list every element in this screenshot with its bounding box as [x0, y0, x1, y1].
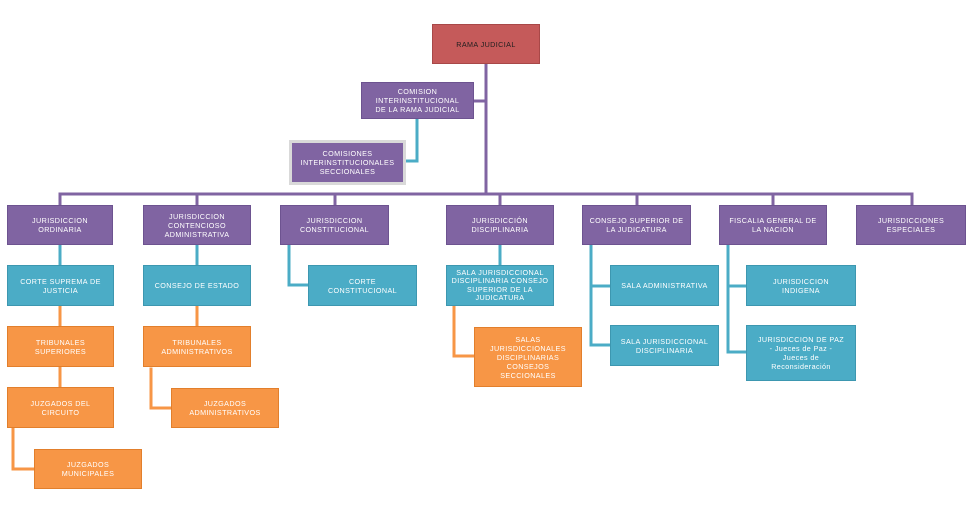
jurisdiccion-indigena-box: JURISDICCION INDIGENA	[746, 265, 856, 306]
fiscalia-general-box: FISCALIA GENERAL DE LA NACION	[719, 205, 827, 245]
juzgados-municipales-box: JUZGADOS MUNICIPALES	[34, 449, 142, 489]
juzgados-administrativos-box: JUZGADOS ADMINISTRATIVOS	[171, 388, 279, 428]
rama-judicial-box: RAMA JUDICIAL	[432, 24, 540, 64]
jurisdiccion-contencioso-box: JURISDICCION CONTENCIOSO ADMINISTRATIVA	[143, 205, 251, 245]
sala-jurisdiccional-disciplinaria-box: SALA JURISDICCIONAL DISCIPLINARIA CONSEJ…	[446, 265, 554, 306]
consejo-superior-box: CONSEJO SUPERIOR DE LA JUDICATURA	[582, 205, 691, 245]
comisiones-seccionales-box: COMISIONES INTERINSTITUCIONALES SECCIONA…	[289, 140, 406, 185]
orange-connectors	[11, 305, 476, 471]
jurisdiccion-disciplinaria-box: JURISDICCIÓN DISCIPLINARIA	[446, 205, 554, 245]
consejo-estado-box: CONSEJO DE ESTADO	[143, 265, 251, 306]
tribunales-administrativos-box: TRIBUNALES ADMINISTRATIVOS	[143, 326, 251, 367]
jurisdiccion-constitucional-box: JURISDICCION CONSTITUCIONAL	[280, 205, 389, 245]
salas-seccionales-box: SALAS JURISDICCIONALES DISCIPLINARIAS CO…	[474, 327, 582, 387]
corte-suprema-box: CORTE SUPREMA DE JUSTICIA	[7, 265, 114, 306]
sala-disciplinaria-box: SALA JURISDICCIONAL DISCIPLINARIA	[610, 325, 719, 366]
corte-constitucional-box: CORTE CONSTITUCIONAL	[308, 265, 417, 306]
jurisdiccion-paz-box: JURISDICCION DE PAZ - Jueces de Paz - Ju…	[746, 325, 856, 381]
sala-administrativa-box: SALA ADMINISTRATIVA	[610, 265, 719, 306]
tribunales-superiores-box: TRIBUNALES SUPERIORES	[7, 326, 114, 367]
jurisdiccion-ordinaria-box: JURISDICCION ORDINARIA	[7, 205, 113, 245]
juzgados-circuito-box: JUZGADOS DEL CIRCUITO	[7, 387, 114, 428]
comision-interinstitucional-box: COMISION INTERINSTITUCIONAL DE LA RAMA J…	[361, 82, 474, 119]
cyan-connectors	[58, 115, 748, 354]
purple-connectors	[58, 62, 914, 207]
jurisdicciones-especiales-box: JURISDICCIONES ESPECIALES	[856, 205, 966, 245]
